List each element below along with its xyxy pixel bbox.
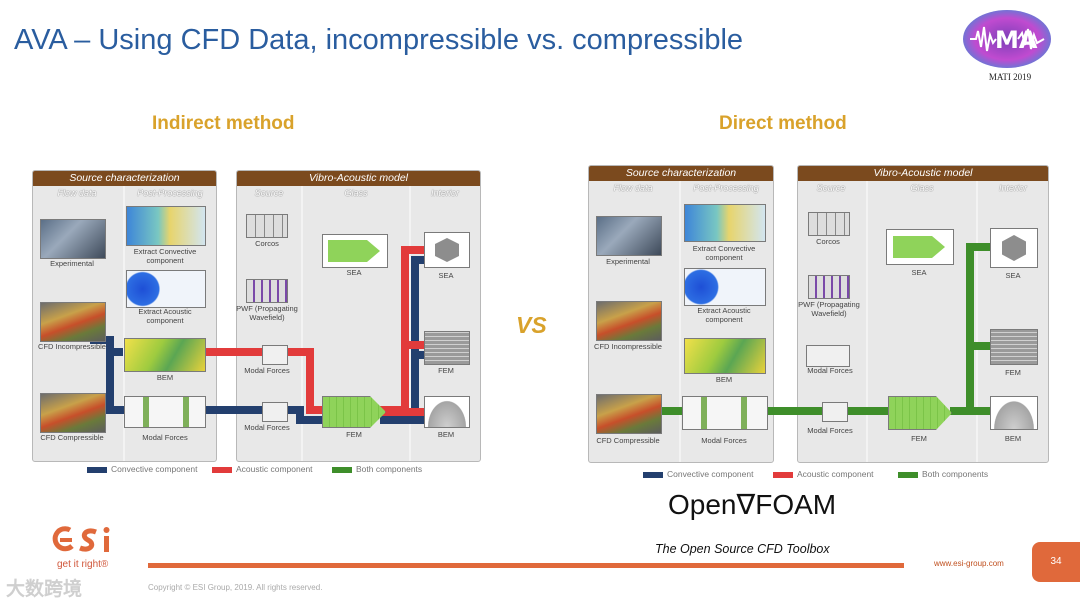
both-line xyxy=(950,247,990,411)
copyright-text: Copyright © ESI Group, 2019. All rights … xyxy=(148,583,322,592)
website-url: www.esi-group.com xyxy=(934,559,1004,568)
extract-acoustic-image xyxy=(684,268,766,306)
cfd-compressible-label: CFD Compressible xyxy=(588,436,668,445)
openfoam-logo: Open∇FOAM xyxy=(668,488,836,521)
fem-interior-label: FEM xyxy=(990,368,1036,377)
legend-acoustic: Acoustic component xyxy=(773,469,874,479)
cfd-compressible-image xyxy=(596,394,662,434)
sea-glass-label: SEA xyxy=(886,268,952,277)
sea-glass-box xyxy=(886,229,954,265)
footer-line xyxy=(148,563,904,568)
extract-convective-label: Extract Convective component xyxy=(680,244,768,262)
modal-forces-source-1 xyxy=(822,402,848,422)
openfoam-tagline: The Open Source CFD Toolbox xyxy=(655,542,830,556)
esi-logo xyxy=(50,524,122,558)
corcos-label: Corcos xyxy=(797,237,859,246)
modal-forces-image xyxy=(682,396,768,430)
pwf-label: PWF (Propagating Wavefield) xyxy=(797,300,861,318)
experimental-label: Experimental xyxy=(588,257,668,266)
bem-interior-image xyxy=(990,396,1038,430)
modal-forces-label-1: Modal Forces xyxy=(797,426,863,435)
pwf-image xyxy=(808,275,850,299)
brand-tagline: get it right® xyxy=(57,559,108,570)
sea-interior-label: SEA xyxy=(990,271,1036,280)
fem-interior-image xyxy=(990,329,1038,365)
modal-forces-source-placeholder xyxy=(806,345,850,367)
watermark: 大数跨境 xyxy=(6,574,82,601)
sea-interior-box xyxy=(990,228,1038,268)
extract-convective-image xyxy=(684,204,766,242)
bem-interior-label: BEM xyxy=(990,434,1036,443)
fem-glass-label: FEM xyxy=(886,434,952,443)
bem-label: BEM xyxy=(680,375,768,384)
cfd-incompressible-label: CFD Incompressible xyxy=(588,342,668,351)
legend-convective: Convective component xyxy=(643,469,753,479)
extract-acoustic-label: Extract Acoustic component xyxy=(680,306,768,324)
modal-forces-label: Modal Forces xyxy=(680,436,768,445)
page-number: 34 xyxy=(1032,542,1080,582)
legend-both: Both components xyxy=(898,469,988,479)
cfd-incompressible-image xyxy=(596,301,662,341)
bem-image xyxy=(684,338,766,374)
experimental-image xyxy=(596,216,662,256)
corcos-image xyxy=(808,212,850,236)
modal-forces-label-empty: Modal Forces xyxy=(797,366,863,375)
